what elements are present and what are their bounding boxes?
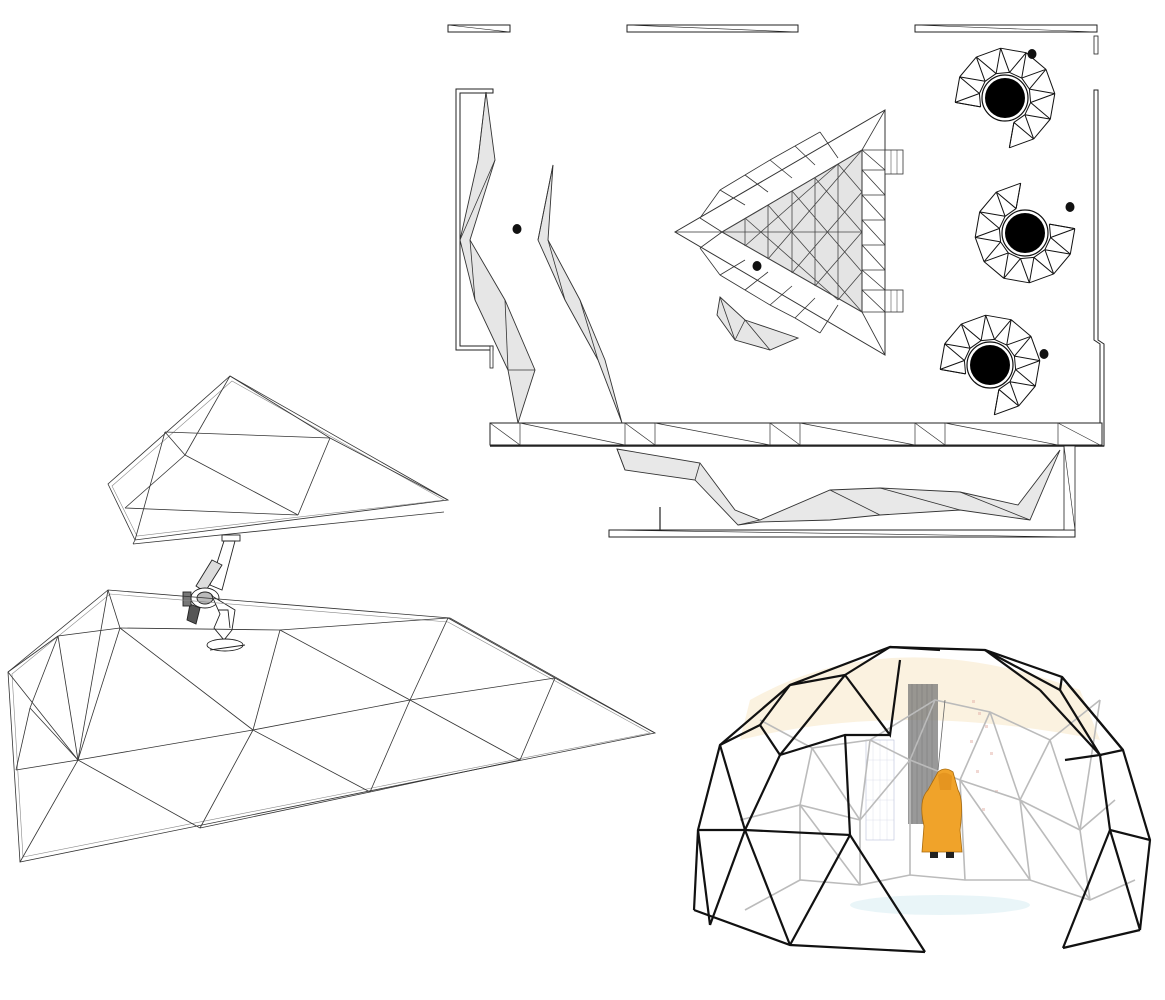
plan-folded-piece	[716, 296, 800, 351]
plan-dome-core	[1005, 213, 1045, 253]
plan-dome-group	[939, 47, 1076, 416]
plan-folded-wall-2	[537, 164, 623, 424]
plan-lower-annex	[608, 445, 1076, 538]
floor-plan	[447, 24, 1105, 538]
plan-triangle-canopy	[674, 109, 904, 356]
plan-bottom-beam	[489, 422, 1104, 447]
robot-arm	[182, 534, 246, 652]
plan-wall-right	[1093, 89, 1105, 447]
plan-dome-2	[974, 182, 1076, 284]
plan-dome-core	[985, 78, 1025, 118]
dome-perspective	[692, 645, 1152, 954]
plan-dome-core	[970, 345, 1010, 385]
lower-canopy	[7, 589, 657, 863]
canopy-axonometric	[7, 375, 657, 863]
plan-person-marker	[512, 49, 1075, 359]
plan-folded-wall-bottom	[616, 448, 1061, 526]
upper-canopy	[107, 375, 450, 545]
plan-dome-3	[939, 314, 1041, 416]
plan-folded-wall-1	[459, 91, 536, 424]
plan-wall-left	[455, 88, 494, 351]
person-orange-coat	[921, 699, 963, 858]
plan-dome-1	[954, 47, 1056, 149]
